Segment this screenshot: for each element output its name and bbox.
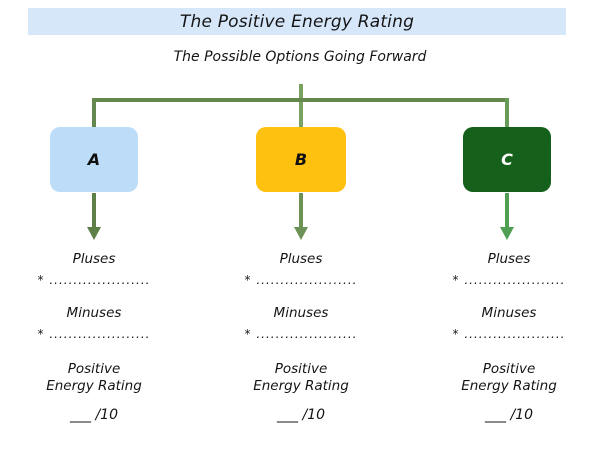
option-box-b-label: B bbox=[294, 150, 308, 169]
column-option-b: Pluses * ..................... Minuses *… bbox=[221, 0, 381, 450]
arrow-a-head-icon bbox=[87, 227, 101, 240]
pluses-blank-line: * ..................... bbox=[37, 273, 151, 287]
subtitle: The Possible Options Going Forward bbox=[173, 49, 427, 65]
pluses-blank-line: * ..................... bbox=[452, 273, 566, 287]
rating-value-blank: ___ /10 bbox=[277, 407, 325, 423]
option-box-a: A bbox=[50, 127, 138, 192]
rating-heading: Positive Energy Rating bbox=[221, 361, 381, 395]
option-box-b: B bbox=[256, 127, 346, 192]
pluses-heading: Pluses bbox=[487, 251, 531, 267]
minuses-blank-line: * ..................... bbox=[37, 327, 151, 341]
rating-heading: Positive Energy Rating bbox=[14, 361, 174, 395]
column-option-a: Pluses * ..................... Minuses *… bbox=[14, 0, 174, 450]
pluses-heading: Pluses bbox=[72, 251, 116, 267]
minuses-blank-line: * ..................... bbox=[452, 327, 566, 341]
pluses-heading: Pluses bbox=[279, 251, 323, 267]
arrow-c-head-icon bbox=[500, 227, 514, 240]
pluses-blank-line: * ..................... bbox=[244, 273, 358, 287]
option-box-c-label: C bbox=[501, 150, 513, 169]
rating-value-blank: ___ /10 bbox=[485, 407, 533, 423]
rating-heading-line2: Energy Rating bbox=[46, 378, 142, 394]
rating-heading-line1: Positive bbox=[482, 361, 536, 377]
title-banner: The Positive Energy Rating bbox=[28, 8, 566, 35]
rating-heading-line1: Positive bbox=[274, 361, 328, 377]
minuses-heading: Minuses bbox=[481, 305, 537, 321]
minuses-heading: Minuses bbox=[273, 305, 329, 321]
rating-heading-line1: Positive bbox=[67, 361, 121, 377]
option-box-a-label: A bbox=[87, 150, 101, 169]
minuses-heading: Minuses bbox=[66, 305, 122, 321]
rating-heading: Positive Energy Rating bbox=[429, 361, 589, 395]
rating-heading-line2: Energy Rating bbox=[461, 378, 557, 394]
option-box-c: C bbox=[463, 127, 551, 192]
rating-heading-line2: Energy Rating bbox=[253, 378, 349, 394]
rating-value-blank: ___ /10 bbox=[70, 407, 118, 423]
arrow-b-head-icon bbox=[294, 227, 308, 240]
page-title: The Positive Energy Rating bbox=[179, 11, 415, 32]
minuses-blank-line: * ..................... bbox=[244, 327, 358, 341]
column-option-c: Pluses * ..................... Minuses *… bbox=[429, 0, 589, 450]
